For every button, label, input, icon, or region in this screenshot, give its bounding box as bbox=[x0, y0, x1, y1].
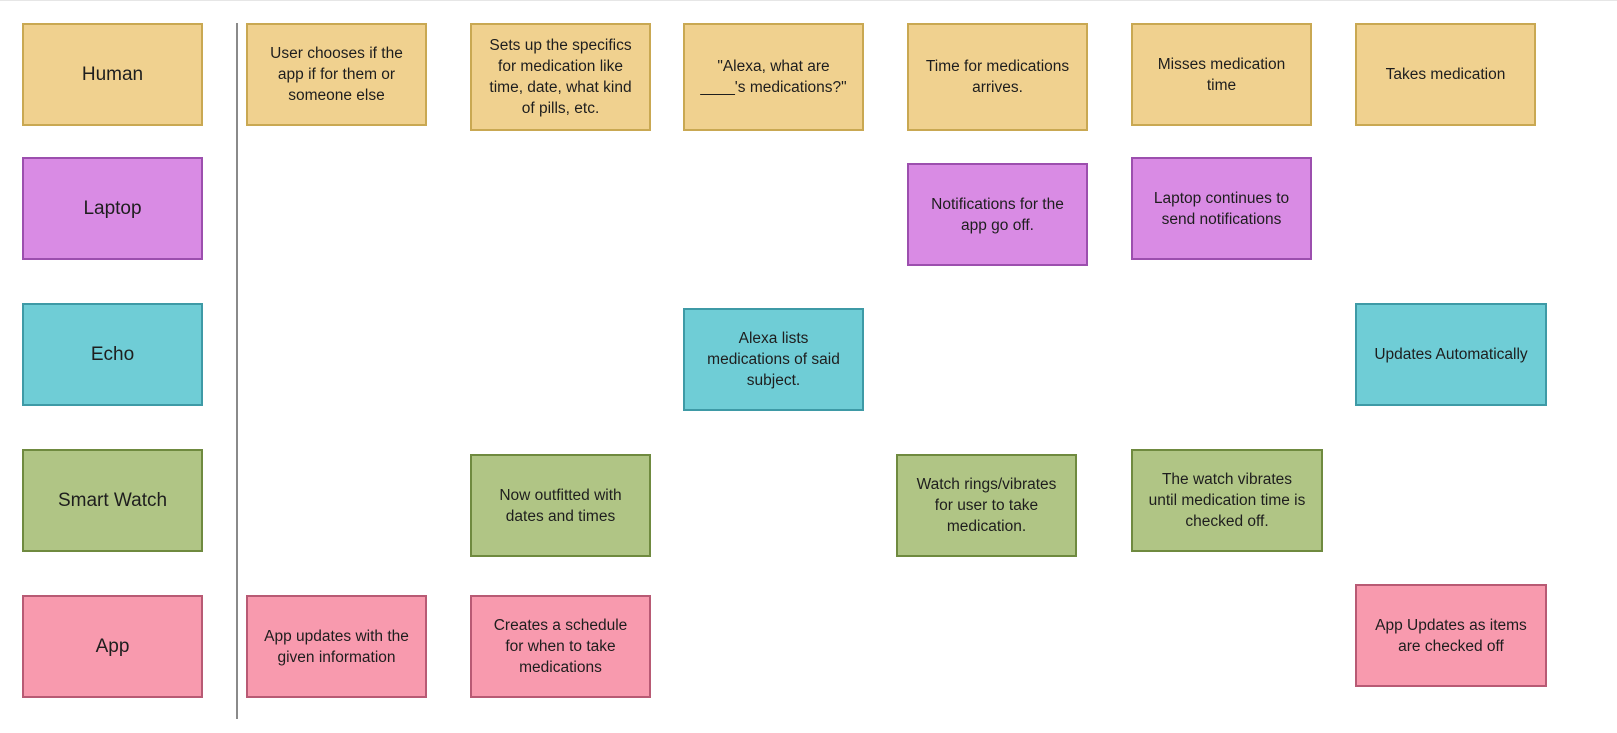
sticky-note-laptop-1[interactable]: Notifications for the app go off. bbox=[907, 163, 1088, 266]
sticky-note-echo-1[interactable]: Alexa lists medications of said subject. bbox=[683, 308, 864, 411]
lane-label-text: Human bbox=[81, 63, 144, 85]
sticky-note-text: App updates with the given information bbox=[264, 627, 409, 666]
sticky-note-text: Watch rings/vibrates for user to take me… bbox=[916, 476, 1057, 535]
sticky-note-watch-2[interactable]: Watch rings/vibrates for user to take me… bbox=[896, 454, 1077, 557]
lane-label-laptop: Laptop bbox=[22, 157, 203, 260]
sticky-note-text: Alexa lists medications of said subject. bbox=[707, 330, 840, 389]
sticky-note-text: Notifications for the app go off. bbox=[931, 195, 1064, 234]
sticky-note-text: Creates a schedule for when to take medi… bbox=[493, 617, 628, 676]
sticky-note-text: Updates Automatically bbox=[1374, 346, 1528, 363]
sticky-note-text: Now outfitted with dates and times bbox=[499, 486, 622, 525]
sticky-note-text: Laptop continues to send notifications bbox=[1153, 189, 1290, 228]
sticky-note-human-5[interactable]: Misses medication time bbox=[1131, 23, 1312, 126]
lane-label-text: Smart Watch bbox=[57, 489, 168, 511]
sticky-note-watch-1[interactable]: Now outfitted with dates and times bbox=[470, 454, 651, 557]
sticky-note-text: Time for medications arrives. bbox=[925, 58, 1070, 96]
lane-label-app: App bbox=[22, 595, 203, 698]
lane-divider bbox=[236, 23, 238, 719]
lane-label-echo: Echo bbox=[22, 303, 203, 406]
sticky-note-laptop-2[interactable]: Laptop continues to send notifications bbox=[1131, 157, 1312, 260]
sticky-note-human-3[interactable]: "Alexa, what are ____'s medications?" bbox=[683, 23, 864, 131]
sticky-note-human-1[interactable]: User chooses if the app if for them or s… bbox=[246, 23, 427, 126]
sticky-note-app-1[interactable]: App updates with the given information bbox=[246, 595, 427, 698]
lane-label-human: Human bbox=[22, 23, 203, 126]
sticky-note-watch-3[interactable]: The watch vibrates until medication time… bbox=[1131, 449, 1323, 552]
sticky-note-text: "Alexa, what are ____'s medications?" bbox=[700, 58, 847, 96]
sticky-note-human-6[interactable]: Takes medication bbox=[1355, 23, 1536, 126]
sticky-note-human-2[interactable]: Sets up the specifics for medication lik… bbox=[470, 23, 651, 131]
lane-label-text: Echo bbox=[90, 343, 135, 365]
lane-label-text: Laptop bbox=[83, 197, 142, 219]
sticky-note-text: App Updates as items are checked off bbox=[1375, 616, 1527, 655]
sticky-note-human-4[interactable]: Time for medications arrives. bbox=[907, 23, 1088, 131]
sticky-note-text: Takes medication bbox=[1385, 66, 1506, 83]
sticky-note-app-3[interactable]: App Updates as items are checked off bbox=[1355, 584, 1547, 687]
sticky-note-text: Misses medication time bbox=[1157, 55, 1286, 94]
lane-label-text: App bbox=[95, 635, 130, 657]
sticky-note-text: The watch vibrates until medication time… bbox=[1148, 471, 1306, 530]
sticky-note-app-2[interactable]: Creates a schedule for when to take medi… bbox=[470, 595, 651, 698]
sticky-note-text: User chooses if the app if for them or s… bbox=[270, 45, 403, 104]
sticky-note-echo-2[interactable]: Updates Automatically bbox=[1355, 303, 1547, 406]
lane-label-smart-watch: Smart Watch bbox=[22, 449, 203, 552]
sticky-note-text: Sets up the specifics for medication lik… bbox=[489, 37, 632, 117]
